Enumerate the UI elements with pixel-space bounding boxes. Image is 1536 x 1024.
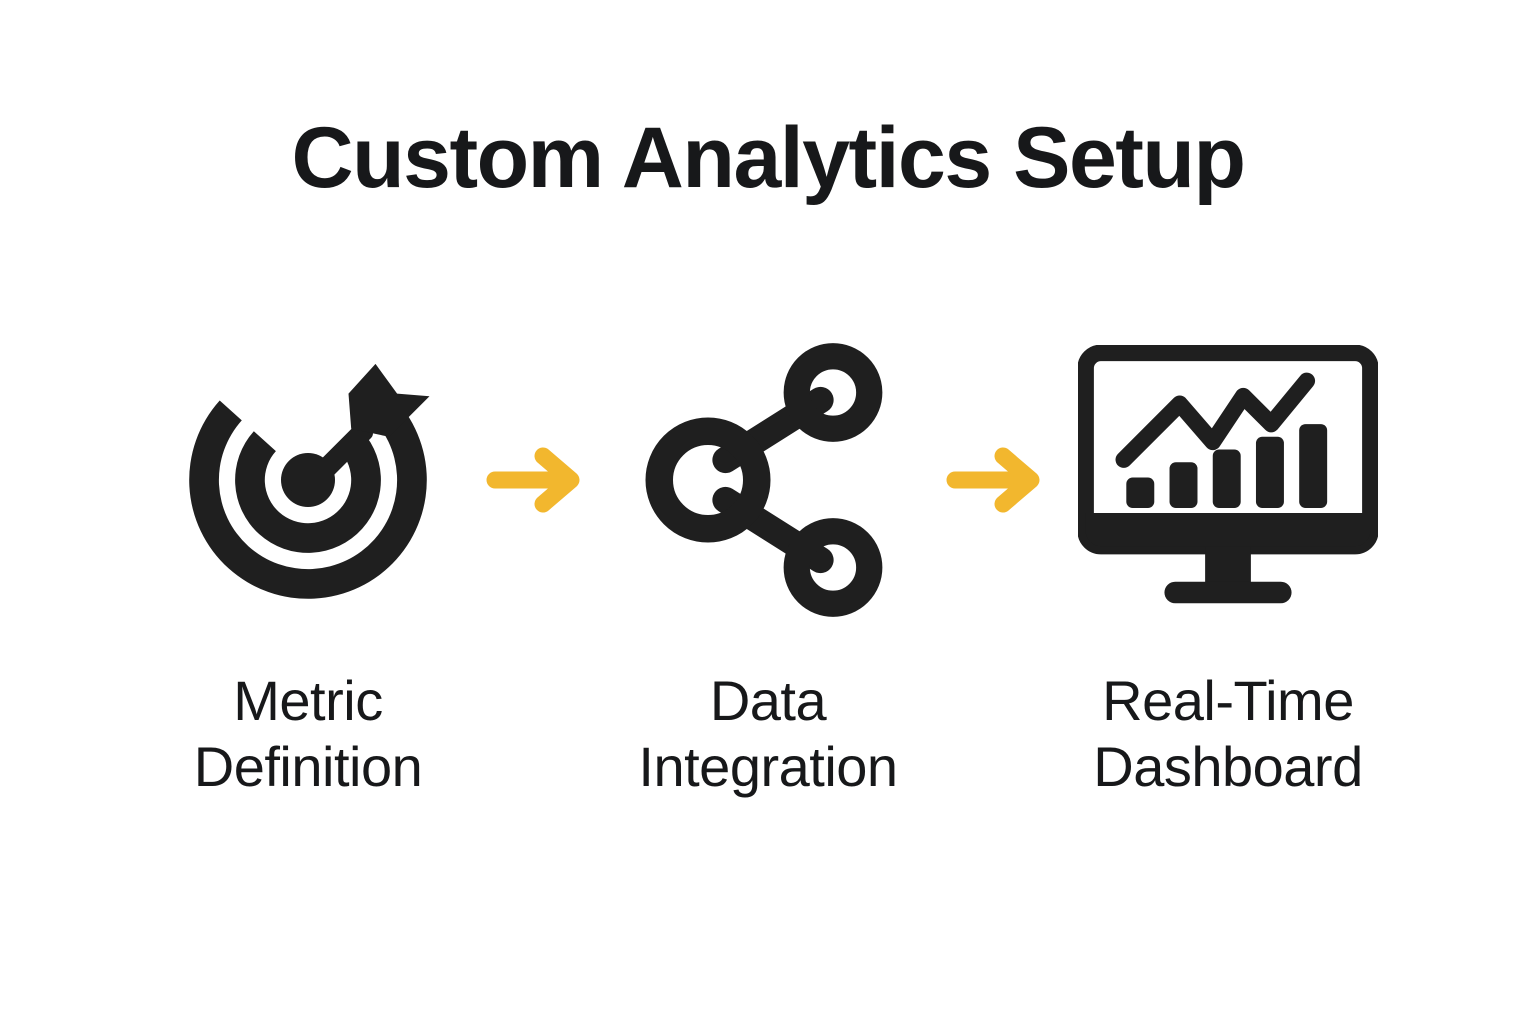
step-3-label-line2: Dashboard	[1093, 735, 1363, 798]
bar-chart-bars	[1126, 424, 1328, 508]
step-1-label: Metric Definition	[193, 668, 423, 800]
share-network-icon	[645, 343, 883, 617]
monitor-stand-base	[1164, 581, 1292, 604]
step-2-label-line2: Integration	[638, 735, 898, 798]
step-metric-definition[interactable]: Metric Definition	[158, 330, 458, 800]
connector-1-slot	[458, 330, 618, 630]
step-real-time-dashboard[interactable]: Real-Time Dashboard	[1078, 330, 1378, 800]
target-arrow-icon	[189, 363, 430, 599]
step-2-icon-slot	[618, 330, 918, 630]
step-3-icon-slot	[1078, 330, 1378, 630]
step-data-integration[interactable]: Data Integration	[618, 330, 918, 800]
arrow-right-icon	[486, 447, 580, 513]
process-flow: Metric Definition	[100, 330, 1436, 830]
step-3-label-line1: Real-Time	[1102, 669, 1354, 732]
step-1-label-line2: Definition	[193, 735, 423, 798]
step-1-label-line1: Metric	[233, 669, 383, 732]
step-2-label-line1: Data	[709, 669, 827, 732]
arrow-right-icon	[946, 447, 1040, 513]
page-title: Custom Analytics Setup	[291, 110, 1246, 206]
step-3-label: Real-Time Dashboard	[1093, 668, 1363, 800]
monitor-stand-neck	[1205, 546, 1251, 587]
step-1-icon-slot	[158, 330, 458, 630]
monitor-dashboard-icon	[1078, 345, 1378, 604]
connector-2-slot	[918, 330, 1078, 630]
trend-line	[1115, 372, 1316, 468]
step-2-label: Data Integration	[638, 668, 898, 800]
